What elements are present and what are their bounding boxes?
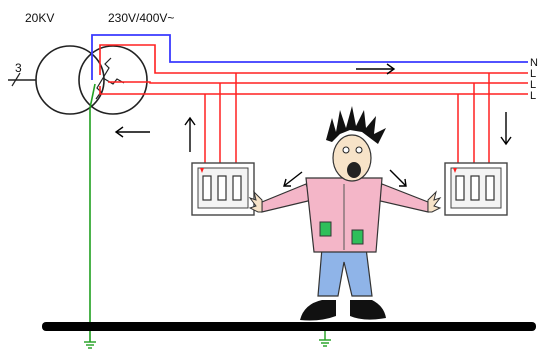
right-arm: [375, 183, 429, 213]
phase-line-2: [108, 81, 528, 84]
hv-label: 20KV: [25, 11, 54, 25]
phase-line-1: [99, 44, 528, 75]
earth-conductor: [89, 83, 96, 342]
neutral-conductor: [91, 34, 528, 80]
current-arrow: [184, 116, 196, 152]
ground-symbol: [84, 341, 96, 349]
terminal-label-l2: L: [530, 79, 536, 91]
socket-outlet: [444, 73, 508, 216]
lv-label: 230V/400V~: [108, 11, 174, 25]
shirt-pocket: [319, 221, 332, 237]
jeans: [317, 247, 373, 297]
ground-bar: [42, 322, 536, 331]
spiky-hair: [326, 106, 386, 144]
current-arrow: [500, 112, 512, 146]
phase-line-3: [99, 86, 528, 95]
phase-count-label: 3: [15, 61, 22, 75]
transformer-symbol: [8, 45, 148, 115]
current-arrow: [283, 171, 303, 187]
current-arrow: [114, 126, 150, 138]
shirt-pocket: [351, 229, 364, 245]
left-hand: [248, 190, 263, 213]
right-hand: [427, 190, 442, 213]
terminal-label-l1: L: [530, 68, 536, 80]
screaming-mouth: [347, 162, 361, 178]
terminal-label-l3: L: [530, 90, 536, 102]
ground-symbol: [319, 331, 331, 347]
left-arm: [261, 183, 313, 213]
current-arrow: [356, 63, 396, 75]
head: [332, 134, 372, 182]
right-shoe: [350, 300, 386, 320]
phase-count-tick: [11, 72, 21, 87]
socket-outlet: [191, 73, 255, 216]
shocked-person: [248, 106, 442, 321]
current-arrow: [389, 169, 407, 187]
left-shoe: [300, 300, 336, 321]
phase-conductors: [99, 44, 528, 95]
terminal-label-n: N: [530, 57, 538, 69]
